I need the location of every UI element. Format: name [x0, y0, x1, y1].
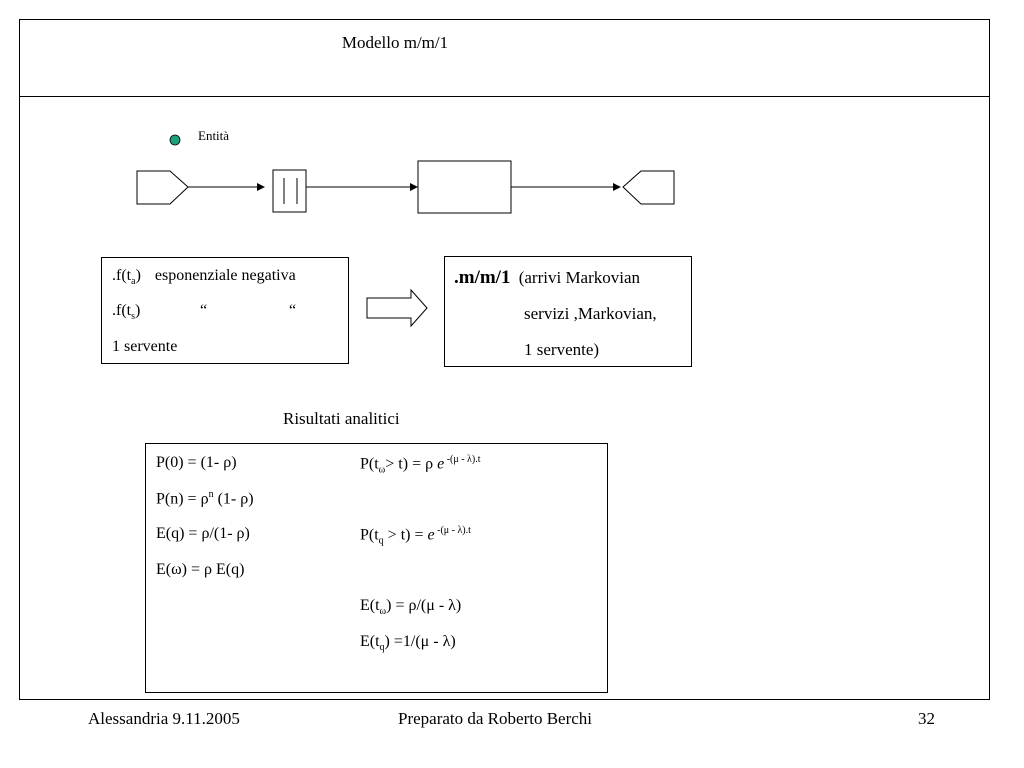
input-assumptions-box: .f(ta) esponenziale negativa .f(ts) “ “ … — [101, 257, 349, 364]
sink-shape — [622, 170, 675, 205]
model-servers: 1 servente) — [524, 340, 600, 359]
queue-shape — [272, 169, 307, 213]
model-services: servizi ,Markovian, — [524, 304, 657, 323]
servers-line: 1 servente — [112, 338, 178, 355]
implies-arrow — [366, 288, 428, 328]
formula-text: E(t — [360, 633, 380, 650]
formula-text: E(ω) = ρ E(q) — [156, 561, 245, 578]
model-summary-box: .m/m/1 (arrivi Markovian servizi ,Markov… — [444, 256, 692, 367]
footer-author: Preparato da Roberto Berchi — [398, 709, 593, 728]
euler-e: e — [437, 455, 445, 473]
ditto-mark: “ — [200, 302, 208, 319]
footer-location-date: Alessandria 9.11.2005 — [88, 709, 240, 728]
formula-p-tq: P(tq > t) = e -(μ - λ).t — [360, 525, 471, 547]
formula-text: ) = ρ/(μ - λ) — [386, 597, 462, 614]
formula-e-tw: E(tω) = ρ/(μ - λ) — [360, 597, 461, 617]
superscript: n — [208, 489, 214, 500]
subscript: s — [131, 311, 136, 323]
footer-page-number: 32 — [918, 709, 935, 728]
slide-title: Modello m/m/1 — [341, 33, 449, 52]
formula-text: > t) = ρ — [385, 455, 438, 473]
f-close: ) — [135, 302, 141, 319]
formula-text: P(0) = (1- ρ) — [156, 454, 237, 471]
f-label: .f(t — [112, 267, 132, 284]
subscript: q — [379, 642, 385, 654]
slide-frame — [19, 19, 990, 700]
formula-text: E(t — [360, 597, 380, 614]
formula-ew: E(ω) = ρ E(q) — [156, 561, 244, 579]
model-name: .m/m/1 — [454, 267, 511, 288]
formula-text: P(t — [360, 526, 379, 544]
f-close: ) — [135, 267, 141, 284]
formula-eq: E(q) = ρ/(1- ρ) — [156, 525, 250, 543]
formula-p0: P(0) = (1- ρ) — [156, 454, 237, 472]
formula-text: (1- ρ) — [213, 490, 254, 508]
distribution-text: esponenziale negativa — [154, 267, 296, 284]
model-line: .m/m/1 (arrivi Markovian — [454, 267, 640, 289]
formula-text: E(q) = ρ/(1- ρ) — [156, 525, 250, 542]
superscript: -(μ - λ).t — [444, 454, 481, 465]
source-shape — [136, 170, 189, 205]
formula-text: P(t — [360, 455, 379, 473]
server-shape — [417, 160, 512, 214]
entity-label: Entità — [198, 128, 230, 143]
entity-dot — [169, 134, 181, 146]
results-box: P(0) = (1- ρ) P(n) = ρn (1- ρ) E(q) = ρ/… — [145, 443, 608, 693]
arrival-distribution-line: .f(ta) esponenziale negativa — [112, 267, 296, 287]
service-distribution-line: .f(ts) “ “ — [112, 302, 296, 323]
subscript: ω — [378, 464, 386, 476]
ditto-mark: “ — [289, 302, 297, 319]
subscript: ω — [379, 606, 387, 618]
superscript: -(μ - λ).t — [434, 525, 471, 536]
f-label: .f(t — [112, 302, 132, 319]
model-arrivals: (arrivi Markovian — [518, 268, 641, 287]
formula-text: P(n) = ρ — [156, 490, 209, 508]
euler-e: e — [427, 526, 435, 544]
formula-e-tq: E(tq) =1/(μ - λ) — [360, 633, 456, 653]
formula-p-tw: P(tω> t) = ρ e -(μ - λ).t — [360, 454, 481, 476]
formula-pn: P(n) = ρn (1- ρ) — [156, 489, 254, 508]
results-heading: Risultati analitici — [283, 409, 400, 428]
formula-text: ) =1/(μ - λ) — [384, 633, 456, 650]
title-bar — [19, 19, 990, 97]
subscript: a — [131, 276, 136, 288]
formula-text: > t) = — [383, 526, 428, 544]
subscript: q — [378, 535, 384, 547]
